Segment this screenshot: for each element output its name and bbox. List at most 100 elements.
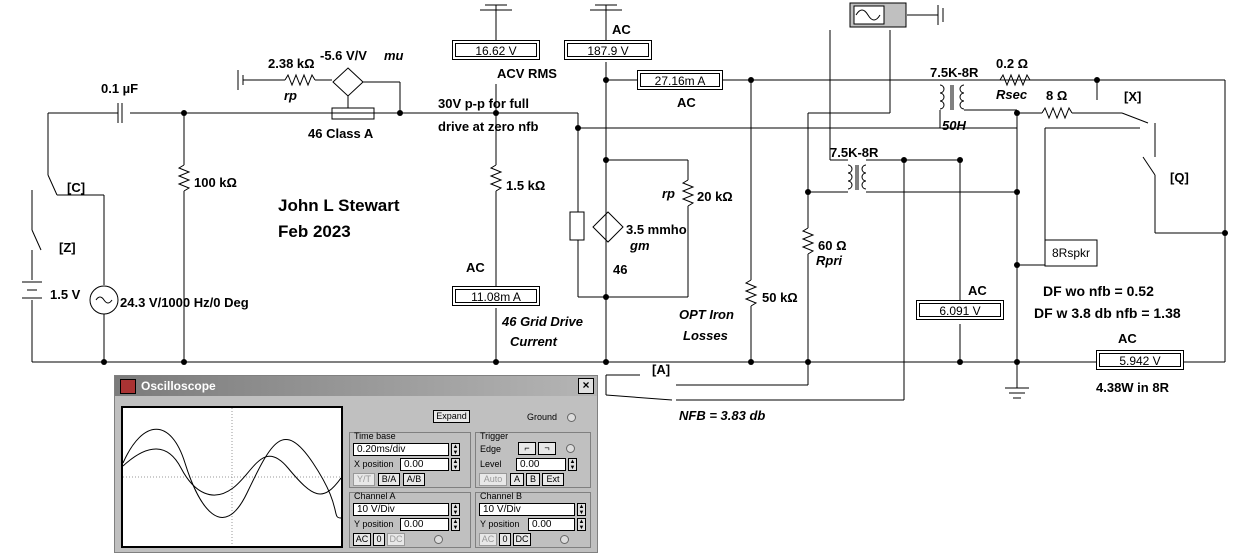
ground-terminal[interactable] — [567, 413, 576, 422]
channel-b-ypos-value[interactable]: 0.00 — [528, 518, 575, 531]
transformer-1-primary — [939, 84, 945, 110]
channel-a-ypos-spinner[interactable]: ▲▼ — [451, 518, 460, 531]
acv-rms-meter[interactable]: 16.62 V — [452, 40, 540, 60]
resistor-100k-label: 100 kΩ — [194, 175, 237, 190]
channel-b-ypos-spinner[interactable]: ▲▼ — [577, 518, 586, 531]
xpos-spinner[interactable]: ▲▼ — [451, 458, 460, 471]
vcvs-control — [331, 107, 375, 120]
edge-label: Edge — [480, 444, 502, 454]
timebase-title: Time base — [354, 431, 396, 441]
df-wo-nfb: DF wo nfb = 0.52 — [1043, 283, 1154, 299]
battery-label: 1.5 V — [50, 287, 81, 302]
channel-b-dc-button[interactable]: DC — [513, 533, 531, 546]
ac-v2-label: AC — [968, 283, 987, 298]
channel-a-ypos-value[interactable]: 0.00 — [400, 518, 449, 531]
vccs-control — [569, 211, 585, 241]
ab-button[interactable]: A/B — [403, 473, 425, 486]
ac-out-label: AC — [1118, 331, 1137, 346]
xpos-value[interactable]: 0.00 — [400, 458, 449, 471]
channel-a-scale-spinner[interactable]: ▲▼ — [451, 503, 460, 516]
switch-z-label[interactable]: [Z] — [59, 240, 76, 255]
secondary-voltage-meter[interactable]: 6.091 V — [916, 300, 1004, 320]
rp2-name: rp — [662, 186, 675, 201]
resistor-8-label: 8 Ω — [1046, 88, 1068, 103]
close-button[interactable]: × — [578, 378, 594, 394]
resistor-100k — [177, 164, 191, 192]
level-value[interactable]: 0.00 — [516, 458, 566, 471]
ac-plate-label: AC — [612, 22, 631, 37]
expand-button[interactable]: Expand — [433, 410, 470, 423]
trigger-terminal[interactable] — [566, 444, 575, 453]
switch-x-label[interactable]: [X] — [1124, 89, 1142, 104]
acv-rms-value: 16.62 V — [455, 43, 537, 58]
opt-iron-1: OPT Iron — [679, 307, 734, 322]
switch-c-label[interactable]: [C] — [67, 180, 86, 195]
channel-a-zero-button[interactable]: 0 — [373, 533, 385, 546]
resistor-rp1 — [284, 73, 316, 87]
resistor-60-label: 60 Ω — [818, 238, 847, 253]
vcvs-gain: -5.6 V/V — [320, 48, 367, 63]
switch-a — [605, 394, 673, 401]
channel-a-dc-button[interactable]: DC — [387, 533, 405, 546]
channel-b-ac-button[interactable]: AC — [479, 533, 497, 546]
timebase-value[interactable]: 0.20ms/div — [353, 443, 449, 456]
level-label: Level — [480, 459, 502, 469]
oscilloscope-window[interactable]: Oscilloscope × Expand Ground Time base 0… — [114, 375, 598, 553]
resistor-1k5-label: 1.5 kΩ — [506, 178, 546, 193]
auto-button[interactable]: Auto — [479, 473, 507, 486]
timebase-spinner[interactable]: ▲▼ — [451, 443, 460, 456]
mu-label: mu — [384, 48, 404, 63]
channel-b-ypos-label: Y position — [480, 519, 520, 529]
output-voltage-value: 5.942 V — [1099, 353, 1181, 368]
note-drive-1: 30V p-p for full — [438, 96, 529, 111]
channel-b-scale[interactable]: 10 V/Div — [479, 503, 575, 516]
grid-current-meter[interactable]: 11.08m A — [452, 286, 540, 306]
channel-a-terminal[interactable] — [434, 535, 443, 544]
channel-b-scale-spinner[interactable]: ▲▼ — [577, 503, 586, 516]
channel-a-ypos-label: Y position — [354, 519, 394, 529]
tube-name: 46 Class A — [308, 126, 374, 141]
switch-q-label[interactable]: [Q] — [1170, 170, 1189, 185]
channel-a-group: Channel A 10 V/Div ▲▼ Y position 0.00 ▲▼… — [349, 491, 471, 548]
edge-rising-button[interactable]: ⌐ — [518, 442, 536, 455]
trigger-a-button[interactable]: A — [510, 473, 524, 486]
date: Feb 2023 — [278, 222, 351, 241]
ba-button[interactable]: B/A — [378, 473, 400, 486]
oscilloscope-titlebar[interactable]: Oscilloscope × — [115, 376, 597, 396]
tube-46-label: 46 — [613, 262, 628, 277]
channel-b-title: Channel B — [480, 491, 523, 501]
ac-current-label: AC — [677, 95, 696, 110]
trigger-b-button[interactable]: B — [526, 473, 540, 486]
switch-a-label[interactable]: [A] — [652, 362, 671, 377]
transformer-1-secondary — [959, 84, 965, 110]
vcvs — [332, 67, 364, 97]
capacitor-label: 0.1 µF — [101, 81, 139, 96]
output-voltage-meter[interactable]: 5.942 V — [1096, 350, 1184, 370]
yt-button[interactable]: Y/T — [353, 473, 375, 486]
note-drive-2: drive at zero nfb — [438, 119, 539, 134]
opt-iron-2: Losses — [683, 328, 728, 343]
trigger-title: Trigger — [480, 431, 509, 441]
df-w-nfb: DF w 3.8 db nfb = 1.38 — [1034, 305, 1181, 321]
level-spinner[interactable]: ▲▼ — [568, 458, 577, 471]
channel-b-zero-button[interactable]: 0 — [499, 533, 511, 546]
power-label: 4.38W in 8R — [1096, 380, 1169, 395]
channel-a-ac-button[interactable]: AC — [353, 533, 371, 546]
edge-falling-button[interactable]: ¬ — [538, 442, 556, 455]
grid-current-value: 11.08m A — [455, 289, 537, 304]
channel-b-terminal[interactable] — [560, 535, 569, 544]
speaker-label: 8Rspkr — [1052, 246, 1091, 260]
rsec-name: Rsec — [996, 87, 1028, 102]
trigger-ext-button[interactable]: Ext — [542, 473, 564, 486]
trigger-group: Trigger Edge ⌐ ¬ Level 0.00 ▲▼ Auto A B … — [475, 431, 591, 488]
plate-current-meter[interactable]: 27.16m A — [637, 70, 723, 90]
plate-voltage-meter[interactable]: 187.9 V — [564, 40, 652, 60]
xpos-label: X position — [354, 459, 394, 469]
xfmr1-label: 7.5K-8R — [930, 65, 979, 80]
plate-current-value: 27.16m A — [640, 73, 720, 88]
transformer-2-primary — [847, 164, 853, 190]
transformer-2-secondary — [861, 164, 867, 190]
channel-a-scale[interactable]: 10 V/Div — [353, 503, 449, 516]
resistor-50k-label: 50 kΩ — [762, 290, 798, 305]
author: John L Stewart — [278, 196, 400, 215]
